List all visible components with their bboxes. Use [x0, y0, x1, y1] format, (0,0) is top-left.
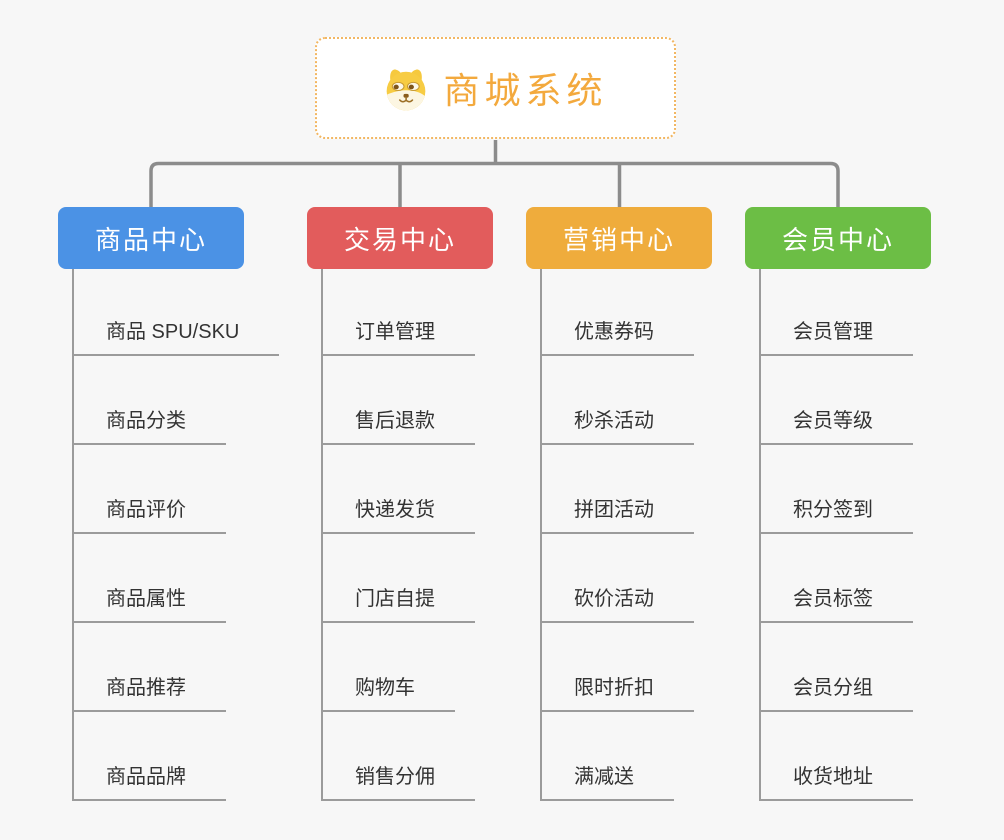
leaf-node[interactable]: 收货地址 [759, 763, 913, 801]
branch-label: 交易中心 [343, 224, 456, 255]
branch-spine-line [321, 269, 323, 801]
leaf-node[interactable]: 商品评价 [72, 496, 226, 534]
leaf-node[interactable]: 会员等级 [759, 407, 913, 445]
branch-spine-line [72, 269, 74, 801]
leaf-node[interactable]: 优惠券码 [540, 318, 694, 356]
leaf-node[interactable]: 商品品牌 [72, 763, 226, 801]
branch-node[interactable]: 商品中心 [58, 207, 244, 269]
branch-label: 会员中心 [781, 224, 894, 255]
leaf-node[interactable]: 快递发货 [321, 496, 475, 534]
branch-node[interactable]: 会员中心 [745, 207, 931, 269]
leaf-node[interactable]: 购物车 [321, 674, 455, 712]
leaf-node[interactable]: 拼团活动 [540, 496, 694, 534]
leaf-node[interactable]: 秒杀活动 [540, 407, 694, 445]
branch-node[interactable]: 交易中心 [307, 207, 493, 269]
branch-label: 商品中心 [94, 224, 207, 255]
root-node[interactable]: 商城系统 [315, 37, 676, 139]
leaf-node[interactable]: 会员分组 [759, 674, 913, 712]
leaf-node[interactable]: 商品 SPU/SKU [72, 318, 280, 356]
leaf-node[interactable]: 会员管理 [759, 318, 913, 356]
leaf-node[interactable]: 砍价活动 [540, 585, 694, 623]
leaf-node[interactable]: 限时折扣 [540, 674, 694, 712]
leaf-node[interactable]: 订单管理 [321, 318, 475, 356]
leaf-node[interactable]: 满减送 [540, 763, 674, 801]
leaf-node[interactable]: 会员标签 [759, 585, 913, 623]
leaf-node[interactable]: 商品推荐 [72, 674, 226, 712]
leaf-node[interactable]: 门店自提 [321, 585, 475, 623]
leaf-node[interactable]: 销售分佣 [321, 763, 475, 801]
root-title: 商城系统 [443, 70, 608, 111]
leaf-node[interactable]: 商品分类 [72, 407, 226, 445]
leaf-node[interactable]: 售后退款 [321, 407, 475, 445]
branch-spine-line [540, 269, 542, 801]
leaf-node[interactable]: 积分签到 [759, 496, 913, 534]
branch-label: 营销中心 [562, 224, 675, 255]
leaf-node[interactable]: 商品属性 [72, 585, 226, 623]
branch-node[interactable]: 营销中心 [526, 207, 712, 269]
shiba-dog-icon [387, 69, 426, 111]
branch-spine-line [759, 269, 761, 801]
